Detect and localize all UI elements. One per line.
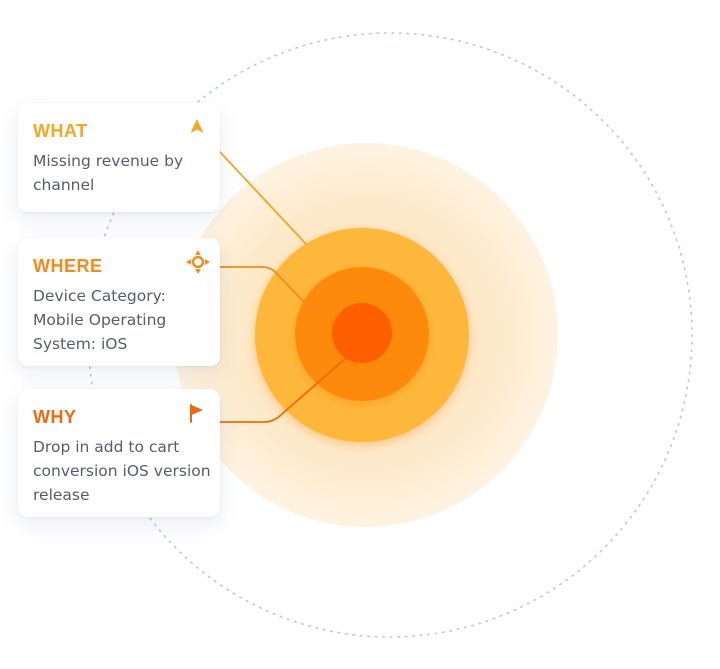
crosshair-icon: [186, 250, 210, 274]
outer-dotted-ring: [87, 32, 693, 638]
core-circle: [332, 303, 392, 363]
where-card: WHERE Device Category: Mobile Operating …: [18, 238, 220, 366]
what-title: WHAT: [33, 121, 88, 141]
why-connector: [219, 357, 347, 423]
where-title: WHERE: [33, 256, 103, 276]
where-connector: [219, 266, 308, 306]
flag-icon: [190, 404, 203, 423]
what-text: Missing revenue by channel: [33, 152, 184, 194]
what-connector: [219, 151, 307, 245]
why-text: Drop in add to cart conversion iOS versi…: [33, 438, 211, 504]
arrowhead-icon: [190, 119, 204, 133]
why-title: WHY: [33, 407, 77, 427]
what-card: WHAT Missing revenue by channel: [18, 103, 220, 212]
why-card: WHY Drop in add to cart conversion iOS v…: [18, 389, 220, 517]
where-text: Device Category: Mobile Operating System…: [33, 287, 167, 353]
